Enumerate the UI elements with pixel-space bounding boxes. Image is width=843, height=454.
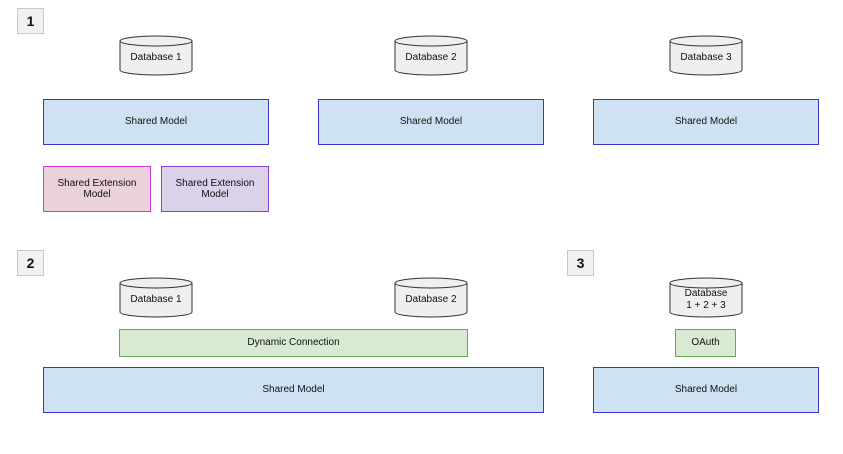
dynamic-connection-box: Dynamic Connection [119, 329, 468, 357]
database-2-cylinder: Database 2 [394, 35, 468, 77]
shared-extension-model-box-1: Shared Extension Model [43, 166, 151, 212]
extension-label-line2: Model [201, 189, 229, 200]
shared-model-box-wide: Shared Model [43, 367, 544, 413]
shared-model-label: Shared Model [124, 116, 188, 128]
database-label: Database 1 + 2 + 3 [669, 288, 743, 311]
shared-model-box-oauth: Shared Model [593, 367, 819, 413]
shared-model-box-3: Shared Model [593, 99, 819, 145]
database-label: Database 2 [405, 52, 457, 63]
shared-model-label: Shared Model [674, 384, 738, 396]
database-label: Database 3 [680, 52, 732, 63]
extension-label-line1: Shared Extension [57, 177, 137, 189]
section-3-badge: 3 [567, 250, 594, 276]
database-label-line1: Database [684, 288, 728, 299]
database-label: Database 1 [130, 294, 182, 305]
database-3-cylinder: Database 3 [669, 35, 743, 77]
extension-label-line2: Model [83, 189, 111, 200]
oauth-label: OAuth [691, 337, 720, 349]
shared-model-label: Shared Model [262, 384, 325, 396]
section-1-badge: 1 [17, 8, 44, 34]
database-combined-cylinder: Database 1 + 2 + 3 [669, 277, 743, 319]
shared-model-label: Shared Model [399, 116, 463, 128]
shared-model-box-2: Shared Model [318, 99, 544, 145]
database-label: Database 1 [130, 52, 182, 63]
shared-extension-model-box-2: Shared Extension Model [161, 166, 269, 212]
dynamic-connection-label: Dynamic Connection [247, 337, 340, 349]
section-2-badge: 2 [17, 250, 44, 276]
database-2-cylinder: Database 2 [394, 277, 468, 319]
shared-model-box-1: Shared Model [43, 99, 269, 145]
database-label: Database 2 [405, 294, 457, 305]
database-1-cylinder: Database 1 [119, 277, 193, 319]
database-1-cylinder: Database 1 [119, 35, 193, 77]
database-label-line2: 1 + 2 + 3 [686, 299, 726, 311]
shared-model-label: Shared Model [674, 116, 738, 128]
oauth-box: OAuth [675, 329, 736, 357]
extension-label-line1: Shared Extension [175, 177, 255, 189]
